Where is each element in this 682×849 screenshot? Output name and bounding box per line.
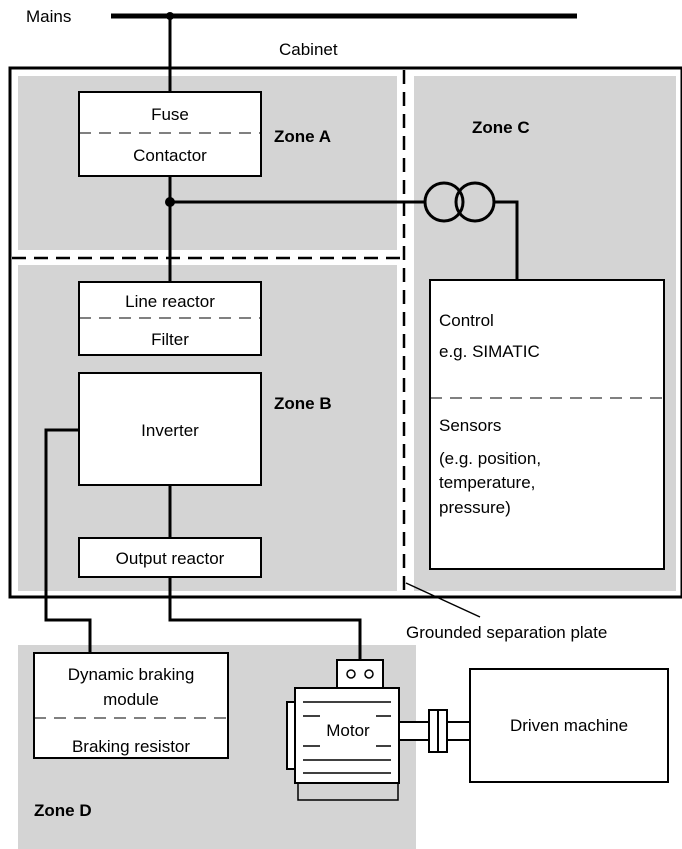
line-reactor-label: Line reactor	[125, 292, 215, 311]
control-label: Control	[439, 311, 494, 330]
motor-feet	[297, 783, 399, 801]
inverter-box	[78, 372, 262, 486]
braking-module-box	[33, 652, 229, 759]
motor-label: Motor	[326, 721, 370, 740]
motor-shaft	[398, 721, 430, 741]
motor-icon: Motor	[286, 659, 471, 801]
control-example-label: e.g. SIMATIC	[439, 342, 540, 361]
fuse-label: Fuse	[151, 105, 189, 124]
zone-c-label: Zone C	[472, 118, 530, 137]
sensors-example-line2: temperature,	[439, 473, 535, 492]
coupling-left	[428, 709, 439, 753]
grounded-plate-label: Grounded separation plate	[406, 623, 607, 642]
driven-machine-label: Driven machine	[510, 716, 628, 735]
zone-b-label: Zone B	[274, 394, 332, 413]
machine-shaft	[446, 721, 471, 741]
sensors-example-line1: (e.g. position,	[439, 449, 541, 468]
mains-label: Mains	[26, 7, 71, 26]
output-reactor-label: Output reactor	[116, 549, 225, 568]
wire-outputreactor-motor	[168, 577, 362, 660]
sensors-label: Sensors	[439, 416, 501, 435]
braking-resistor-label: Braking resistor	[72, 737, 190, 756]
motor-terminal-1	[346, 669, 356, 679]
inverter-label: Inverter	[141, 421, 199, 440]
coupling-right	[437, 709, 448, 753]
filter-label: Filter	[151, 330, 189, 349]
transformer-coil-left	[423, 181, 465, 223]
contactor-label: Contactor	[133, 146, 207, 165]
dbm-label-line2: module	[103, 690, 159, 709]
wire-transformer-control	[494, 200, 519, 280]
sensors-example-line3: pressure)	[439, 498, 511, 517]
motor-endcap	[286, 701, 296, 770]
zone-a-label: Zone A	[274, 127, 331, 146]
motor-terminal-2	[364, 669, 374, 679]
grounded-plate-leader	[405, 582, 481, 618]
fuse-contactor-box	[78, 91, 262, 177]
zone-d-label: Zone D	[34, 801, 92, 820]
dbm-label-line1: Dynamic braking	[68, 665, 195, 684]
cabinet-label: Cabinet	[279, 40, 338, 59]
output-reactor-box	[78, 537, 262, 578]
driven-machine-box	[469, 668, 669, 783]
motor-terminal-box	[336, 659, 384, 689]
wire-inverter-braking	[44, 428, 92, 653]
cabinet-outline	[8, 66, 682, 599]
control-sensors-box	[429, 279, 665, 570]
motor-label-bg	[320, 712, 376, 746]
